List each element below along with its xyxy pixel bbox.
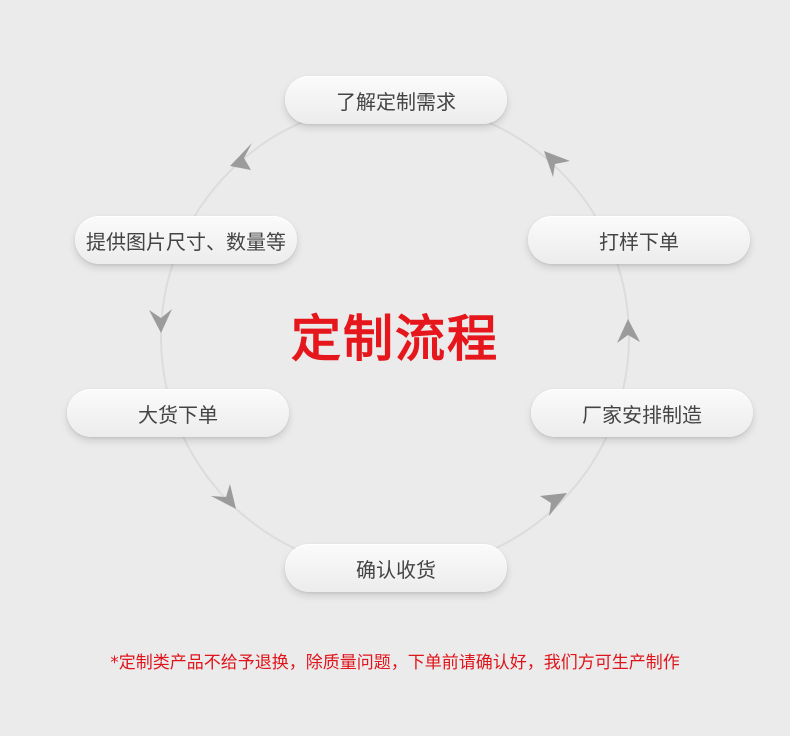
process-title: 定制流程 bbox=[291, 310, 499, 368]
step-factory-manufacture: 厂家安排制造 bbox=[531, 389, 753, 437]
step-sample-order: 打样下单 bbox=[528, 216, 750, 264]
disclaimer-notice: *定制类产品不给予退换，除质量问题，下单前请确认好，我们方可生产制作 bbox=[110, 653, 680, 673]
cycle-arrow-icon bbox=[149, 309, 172, 333]
cycle-arrow-icon bbox=[211, 484, 236, 509]
step-confirm-receipt: 确认收货 bbox=[285, 544, 507, 592]
step-bulk-order: 大货下单 bbox=[67, 389, 289, 437]
cycle-arrow-icon bbox=[540, 493, 567, 516]
cycle-arrow-icon bbox=[230, 143, 252, 170]
step-provide-image-size-quantity: 提供图片尺寸、数量等 bbox=[75, 216, 297, 264]
step-understand-requirements: 了解定制需求 bbox=[285, 76, 507, 124]
cycle-arrow-icon bbox=[544, 151, 570, 177]
cycle-arrow-icon bbox=[617, 319, 640, 343]
